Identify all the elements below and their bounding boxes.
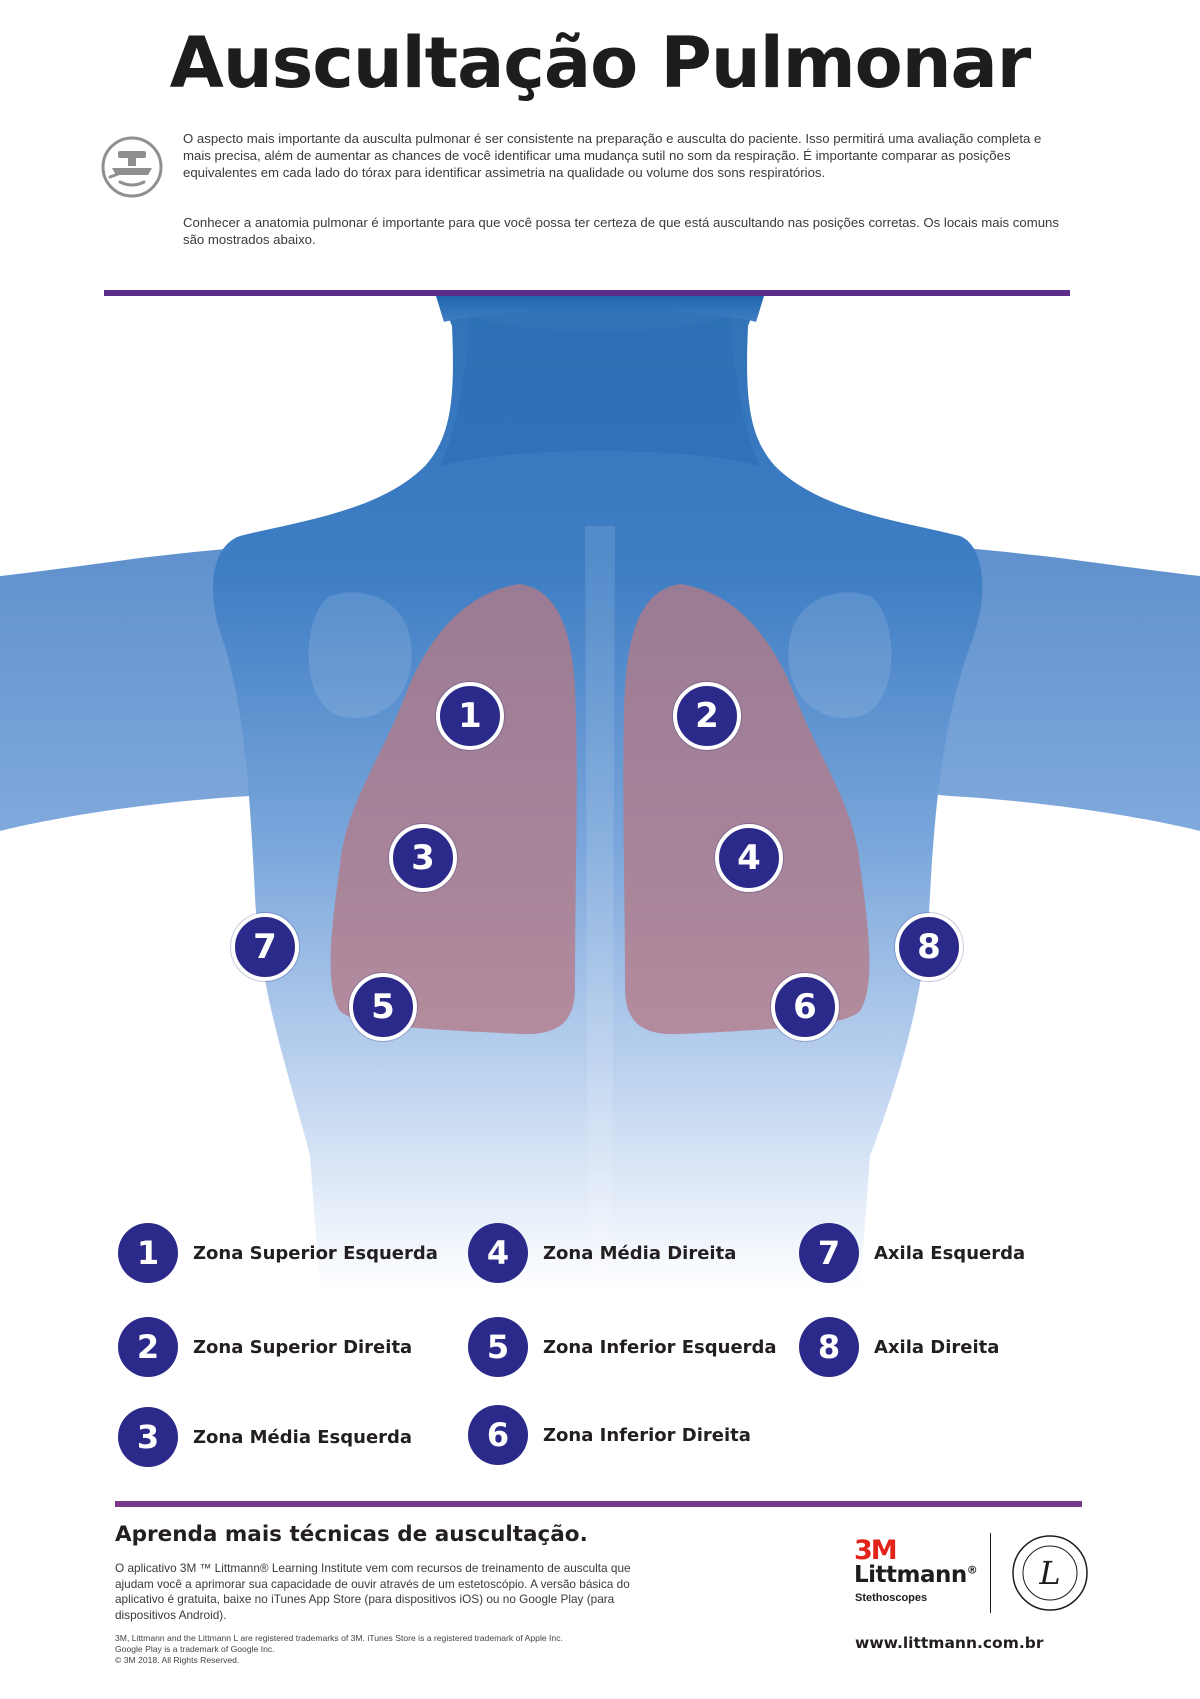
marker-4: 4 bbox=[715, 824, 783, 892]
legend-item-3: 3 Zona Média Esquerda bbox=[118, 1406, 412, 1468]
legend-number: 3 bbox=[118, 1407, 178, 1467]
seal-letter: L bbox=[1038, 1554, 1060, 1592]
legend-item-2: 2 Zona Superior Direita bbox=[118, 1316, 412, 1378]
marker-7: 7 bbox=[231, 913, 299, 981]
legend-number: 1 bbox=[118, 1223, 178, 1283]
legal-line: Google Play is a trademark of Google Inc… bbox=[115, 1644, 275, 1654]
marker-5: 5 bbox=[349, 973, 417, 1041]
brand-name: Littmann bbox=[854, 1562, 967, 1588]
scapula-right bbox=[788, 592, 892, 718]
legend-label: Axila Esquerda bbox=[874, 1242, 1026, 1264]
brand-subtitle: Stethoscopes bbox=[855, 1592, 928, 1604]
torso-illustration bbox=[0, 296, 1200, 1291]
legend-number: 5 bbox=[468, 1317, 528, 1377]
intro-text: O aspecto mais importante da ausculta pu… bbox=[183, 130, 1063, 265]
legend-label: Zona Inferior Esquerda bbox=[543, 1336, 777, 1358]
legend-label: Zona Superior Direita bbox=[193, 1336, 413, 1358]
marker-2: 2 bbox=[673, 682, 741, 750]
learn-more-heading: Aprenda mais técnicas de auscultação. bbox=[115, 1522, 588, 1547]
back-anatomy-figure: 1 2 3 4 5 6 7 8 bbox=[0, 296, 1200, 1291]
legend-number: 7 bbox=[799, 1223, 859, 1283]
legal-notice: 3M, Littmann and the Littmann L are regi… bbox=[115, 1633, 675, 1666]
collar bbox=[436, 296, 764, 322]
website-link[interactable]: www.littmann.com.br bbox=[855, 1634, 1044, 1652]
legal-line: © 3M 2018. All Rights Reserved. bbox=[115, 1655, 240, 1665]
legend-number: 2 bbox=[118, 1317, 178, 1377]
marker-8: 8 bbox=[895, 913, 963, 981]
page-title: Auscultação Pulmonar bbox=[169, 22, 1032, 104]
lung-left bbox=[330, 584, 577, 1035]
learn-more-text: O aplicativo 3M ™ Littmann® Learning Ins… bbox=[115, 1561, 631, 1622]
legend-label: Axila Direita bbox=[874, 1336, 1000, 1358]
neck bbox=[440, 316, 760, 466]
legend-label: Zona Média Esquerda bbox=[193, 1426, 413, 1448]
legend-item-6: 6 Zona Inferior Direita bbox=[468, 1404, 751, 1466]
marker-6: 6 bbox=[771, 973, 839, 1041]
stethoscope-chestpiece-icon bbox=[100, 135, 164, 199]
scapula-left bbox=[308, 592, 412, 718]
legend-item-8: 8 Axila Direita bbox=[799, 1316, 999, 1378]
intro-paragraph-1: O aspecto mais importante da ausculta pu… bbox=[183, 131, 1042, 180]
marker-1: 1 bbox=[436, 682, 504, 750]
legend-number: 8 bbox=[799, 1317, 859, 1377]
legend-number: 4 bbox=[468, 1223, 528, 1283]
divider-top bbox=[104, 290, 1070, 296]
legend-number: 6 bbox=[468, 1405, 528, 1465]
legend-item-1: 1 Zona Superior Esquerda bbox=[118, 1222, 438, 1284]
legend-label: Zona Média Direita bbox=[543, 1242, 737, 1264]
legend-label: Zona Inferior Direita bbox=[543, 1424, 751, 1446]
legend-label: Zona Superior Esquerda bbox=[193, 1242, 438, 1264]
legal-line: 3M, Littmann and the Littmann L are regi… bbox=[115, 1633, 563, 1643]
intro-paragraph-2: Conhecer a anatomia pulmonar é important… bbox=[183, 215, 1059, 247]
legend-item-5: 5 Zona Inferior Esquerda bbox=[468, 1316, 777, 1378]
brand-littmann-logo: Littmann® bbox=[854, 1562, 978, 1588]
legend-item-4: 4 Zona Média Direita bbox=[468, 1222, 736, 1284]
marker-3: 3 bbox=[389, 824, 457, 892]
torso bbox=[213, 296, 983, 1291]
brand-3m-logo: 3M bbox=[854, 1535, 898, 1566]
legend-item-7: 7 Axila Esquerda bbox=[799, 1222, 1025, 1284]
registered-mark: ® bbox=[966, 1563, 978, 1577]
littmann-quality-seal-icon: L bbox=[1010, 1533, 1090, 1613]
spine bbox=[585, 526, 615, 1291]
brand-divider bbox=[990, 1533, 991, 1613]
divider-bottom bbox=[115, 1501, 1082, 1507]
